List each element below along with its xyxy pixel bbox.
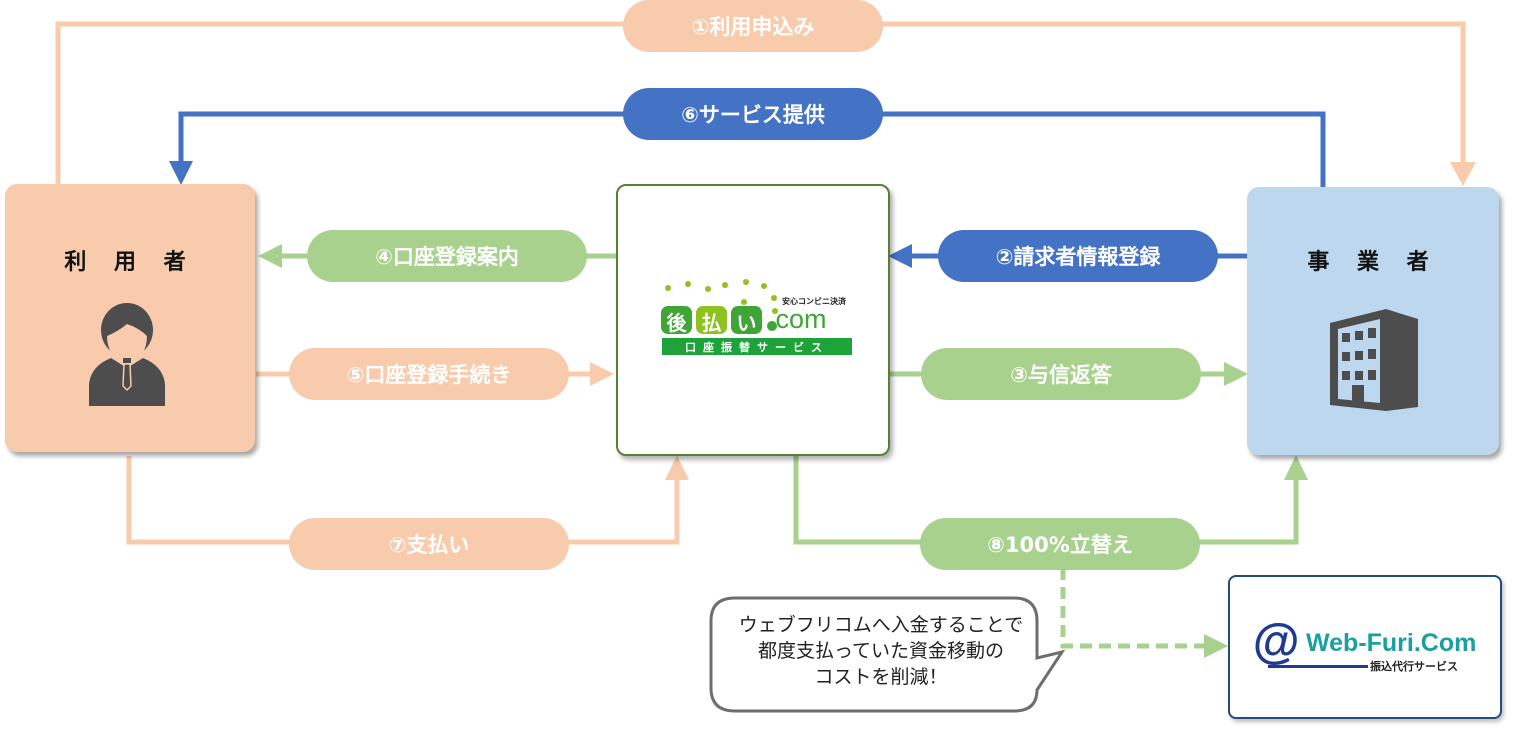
logo-char-1: 後 <box>666 311 687 335</box>
logo-dots-icon <box>665 279 778 314</box>
callout-text: ウェブフリコムへ入金することで 都度支払っていた資金移動の コストを削減！ <box>716 612 1046 690</box>
arrowhead-7 <box>665 455 689 480</box>
logo-tagline: 安心コンビニ決済 <box>782 297 846 306</box>
business-node: 事 業 者 <box>1247 187 1499 455</box>
logo-char-3: い <box>736 311 757 335</box>
logo-banner: 口座振替サービス <box>685 341 829 354</box>
user-node: 利 用 者 <box>5 184 255 452</box>
arrowhead-2 <box>888 244 912 268</box>
step-4-label: ④口座登録案内 <box>307 230 587 282</box>
webfuri-at-icon: @ <box>1252 616 1299 669</box>
webfuri-underline <box>1268 665 1368 668</box>
callout-line-1: ウェブフリコムへ入金することで <box>738 614 1024 636</box>
atobarai-logo <box>661 279 852 355</box>
step-2-label: ②請求者情報登録 <box>938 230 1218 282</box>
arrowhead-3 <box>1224 362 1248 386</box>
step-1-label: ①利用申込み <box>623 0 883 52</box>
webfuri-name: Web-Furi.Com <box>1306 629 1477 657</box>
webfuri-sub: 振込代行サービス <box>1370 660 1458 673</box>
arrowhead-8 <box>1284 455 1308 480</box>
arrowhead-6 <box>169 161 193 185</box>
person-icon <box>89 303 165 406</box>
step-8-label: ⑧100%立替え <box>920 518 1200 570</box>
arrowhead-1 <box>1450 162 1476 186</box>
callout-line-2: 都度支払っていた資金移動の <box>757 640 1005 662</box>
callout-bubble <box>709 596 1066 713</box>
user-title: 利 用 者 <box>64 250 196 275</box>
step-5-label: ⑤口座登録手続き <box>289 348 569 400</box>
webfuri-node: @ Web-Furi.Com 振込代行サービス <box>1228 575 1502 719</box>
step-7-label: ⑦支払い <box>289 518 569 570</box>
dashed-line-webfuri <box>1060 568 1205 649</box>
atobarai-node: 後 払 い .com 安心コンビニ決済 口座振替サービス <box>616 184 890 456</box>
logo-suffix: .com <box>768 304 827 334</box>
arrowhead-5 <box>590 362 614 386</box>
business-title: 事 業 者 <box>1307 250 1439 275</box>
callout-line-3: コストを削減！ <box>814 666 948 688</box>
arrowhead-webfuri <box>1204 634 1228 658</box>
logo-char-2: 払 <box>701 311 722 335</box>
step-3-label: ③与信返答 <box>921 348 1201 400</box>
arrowhead-4 <box>258 244 282 268</box>
building-icon <box>1330 309 1418 411</box>
step-6-label: ⑥サービス提供 <box>623 88 883 140</box>
